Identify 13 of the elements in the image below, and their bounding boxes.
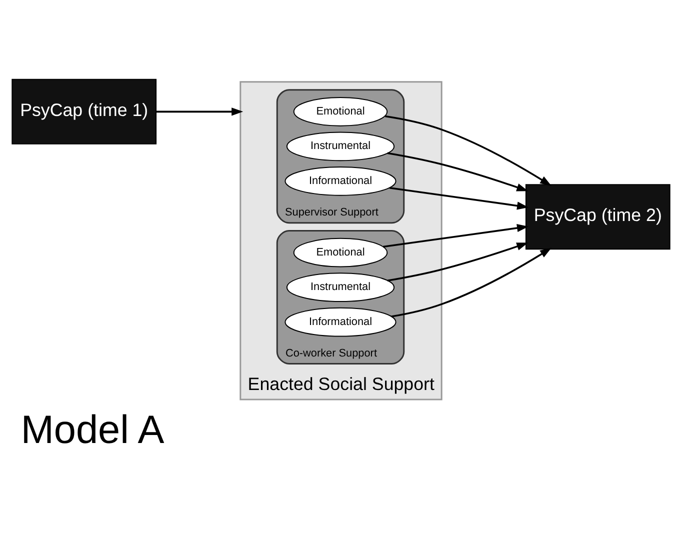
arrow (391, 248, 552, 318)
arrow (156, 108, 244, 116)
node-ellipse: Informational (284, 307, 396, 337)
node-box: PsyCap (time 2) (525, 184, 670, 250)
node-ellipse: Instrumental (286, 132, 395, 162)
arrow (382, 224, 529, 248)
arrow (385, 115, 552, 186)
node-ellipse: Emotional (293, 238, 388, 268)
node-ellipse: Emotional (293, 97, 388, 126)
node-ellipse: Informational (284, 166, 396, 196)
node-box: PsyCap (time 1) (12, 78, 157, 144)
diagram-title: Model A (20, 408, 164, 452)
node-ellipse: Instrumental (286, 272, 395, 302)
